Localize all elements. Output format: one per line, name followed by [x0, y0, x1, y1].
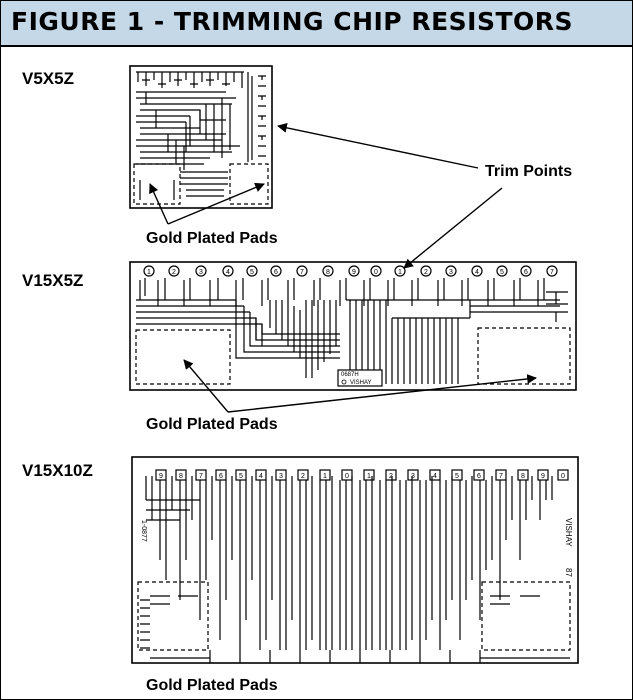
model-label-v5x5z: V5X5Z — [22, 69, 74, 88]
marking-vishay-1: VISHAY — [350, 380, 372, 386]
trim-number-v15x10z: 6 — [477, 473, 481, 480]
chip-v15x10z — [131, 456, 579, 664]
trim-number-v15x5z: 0 — [374, 269, 378, 276]
trim-number-v15x10z: 4 — [433, 473, 437, 480]
model-label-v15x5z: V15X5Z — [22, 271, 84, 290]
trim-number-v15x5z: 1 — [147, 269, 151, 276]
trim-number-v15x5z: 2 — [172, 269, 176, 276]
trim-number-v15x10z: 1 — [367, 473, 371, 480]
trim-number-v15x5z: 8 — [326, 269, 330, 276]
trim-number-v15x10z: 1 — [323, 473, 327, 480]
trim-number-v15x5z: 7 — [300, 269, 304, 276]
trim-number-v15x5z: 5 — [250, 269, 254, 276]
model-label-v15x10z: V15X10Z — [22, 461, 93, 480]
trim-number-v15x10z: 3 — [279, 473, 283, 480]
chip-v5x5z — [129, 65, 273, 209]
trim-number-v15x5z: 3 — [449, 269, 453, 276]
trim-number-v15x5z: 5 — [500, 269, 504, 276]
marking-year: 87 — [564, 568, 573, 577]
trim-number-v15x10z: 2 — [389, 473, 393, 480]
trim-number-v15x10z: 4 — [259, 473, 263, 480]
marking-vishay-2: VISHAY — [564, 518, 573, 547]
trim-number-v15x5z: 7 — [550, 269, 554, 276]
marking-0687h: 0687H — [341, 372, 359, 378]
trim-number-v15x10z: 2 — [301, 473, 305, 480]
trim-number-v15x10z: 8 — [521, 473, 525, 480]
callout-arrows — [149, 123, 537, 413]
trim-number-v15x10z: 5 — [239, 473, 243, 480]
marking-side-code: 1-0877 — [140, 520, 147, 542]
trim-number-v15x10z: 7 — [199, 473, 203, 480]
trim-number-v15x10z: 9 — [541, 473, 545, 480]
trim-number-v15x10z: 9 — [159, 473, 163, 480]
callout-gold-pads-v15x5z: Gold Plated Pads — [146, 416, 278, 433]
trim-number-v15x10z: 6 — [219, 473, 223, 480]
trim-number-v15x5z: 9 — [352, 269, 356, 276]
chip-v15x5z — [129, 261, 577, 391]
trim-number-v15x10z: 7 — [499, 473, 503, 480]
trim-number-v15x10z: 3 — [411, 473, 415, 480]
callout-gold-pads-v15x10z: Gold Plated Pads — [146, 677, 278, 694]
trim-number-v15x10z: 0 — [345, 473, 349, 480]
trim-number-v15x5z: 4 — [475, 269, 479, 276]
trim-number-v15x5z: 4 — [226, 269, 230, 276]
callout-trim-points: Trim Points — [485, 163, 573, 180]
trim-number-v15x10z: 0 — [561, 473, 565, 480]
trim-number-v15x10z: 8 — [179, 473, 183, 480]
trim-number-v15x5z: 6 — [274, 269, 278, 276]
trim-number-v15x5z: 6 — [524, 269, 528, 276]
trim-number-v15x5z: 1 — [398, 269, 402, 276]
trim-number-v15x10z: 5 — [455, 473, 459, 480]
trim-number-v15x5z: 2 — [424, 269, 428, 276]
callout-gold-pads-v5x5z: Gold Plated Pads — [146, 230, 278, 247]
trim-number-v15x5z: 3 — [199, 269, 203, 276]
title-bar: FIGURE 1 - TRIMMING CHIP RESISTORS — [1, 1, 632, 47]
figure-title: FIGURE 1 - TRIMMING CHIP RESISTORS — [11, 7, 574, 36]
